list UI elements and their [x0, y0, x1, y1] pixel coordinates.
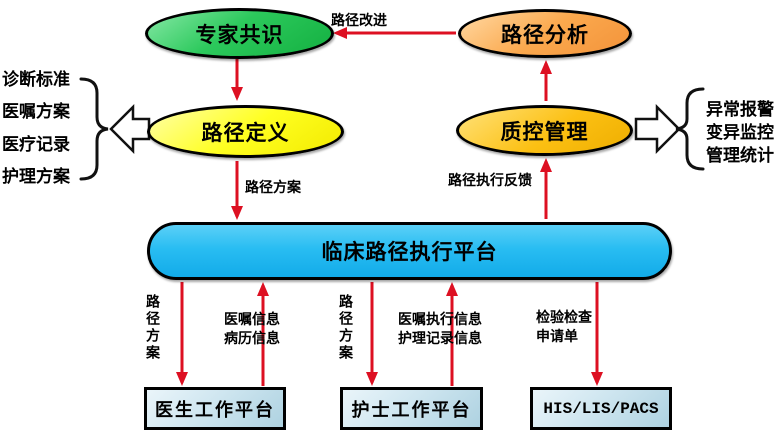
edge-label-path-plan-doctor: 路径方案	[145, 294, 161, 362]
node-doctor-workstation: 医生工作平台	[144, 387, 286, 430]
edge-label-path-plan: 路径方案	[245, 179, 301, 195]
edge-label-line: 申请单	[536, 328, 578, 344]
edge-label-line: 医嘱信息	[224, 311, 280, 327]
right-output-item: 管理统计	[706, 146, 774, 165]
right-brace	[675, 87, 705, 171]
edge-label-line: 病历信息	[224, 330, 280, 346]
node-label: 专家共识	[195, 23, 284, 47]
right-output-item: 变异监控	[706, 123, 774, 142]
node-execution-platform: 临床路径执行平台	[147, 222, 672, 280]
edge-label-line: 医嘱执行信息	[398, 311, 482, 327]
node-label: 路径定义	[201, 121, 290, 145]
edge-label-doctor-upload: 医嘱信息 病历信息	[224, 310, 280, 348]
node-his-lis-pacs: HIS/LIS/PACS	[530, 387, 672, 430]
edge-label-exec-feedback: 路径执行反馈	[448, 172, 532, 188]
right-output-item: 异常报警	[706, 100, 774, 119]
node-nurse-workstation: 护士工作平台	[340, 387, 483, 430]
edge-label-path-improve: 路径改进	[331, 12, 387, 28]
edge-label-path-plan-nurse: 路径方案	[338, 294, 354, 362]
edge-label-nurse-upload: 医嘱执行信息 护理记录信息	[398, 310, 482, 348]
left-block-arrow-icon	[109, 103, 151, 155]
right-block-arrow-icon	[634, 103, 681, 155]
left-input-item: 护理方案	[2, 167, 70, 186]
node-label: 护士工作平台	[351, 399, 472, 420]
node-quality-control: 质控管理	[456, 105, 633, 156]
node-label: 质控管理	[500, 120, 589, 144]
node-label: 路径分析	[501, 23, 589, 47]
node-expert-consensus: 专家共识	[145, 8, 334, 59]
edge-label-line: 护理记录信息	[398, 330, 482, 346]
node-label: 医生工作平台	[155, 399, 275, 420]
node-path-definition: 路径定义	[147, 105, 344, 158]
left-input-item: 医疗记录	[2, 135, 70, 154]
edge-label-line: 检验检查	[536, 309, 592, 325]
node-label: 临床路径执行平台	[321, 241, 498, 264]
left-brace	[79, 77, 109, 181]
edge-label-exam-request: 检验检查 申请单	[536, 308, 592, 346]
left-input-item: 诊断标准	[2, 70, 70, 89]
node-label: HIS/LIS/PACS	[543, 399, 659, 418]
node-path-analysis: 路径分析	[458, 9, 632, 58]
left-input-item: 医嘱方案	[2, 102, 70, 121]
